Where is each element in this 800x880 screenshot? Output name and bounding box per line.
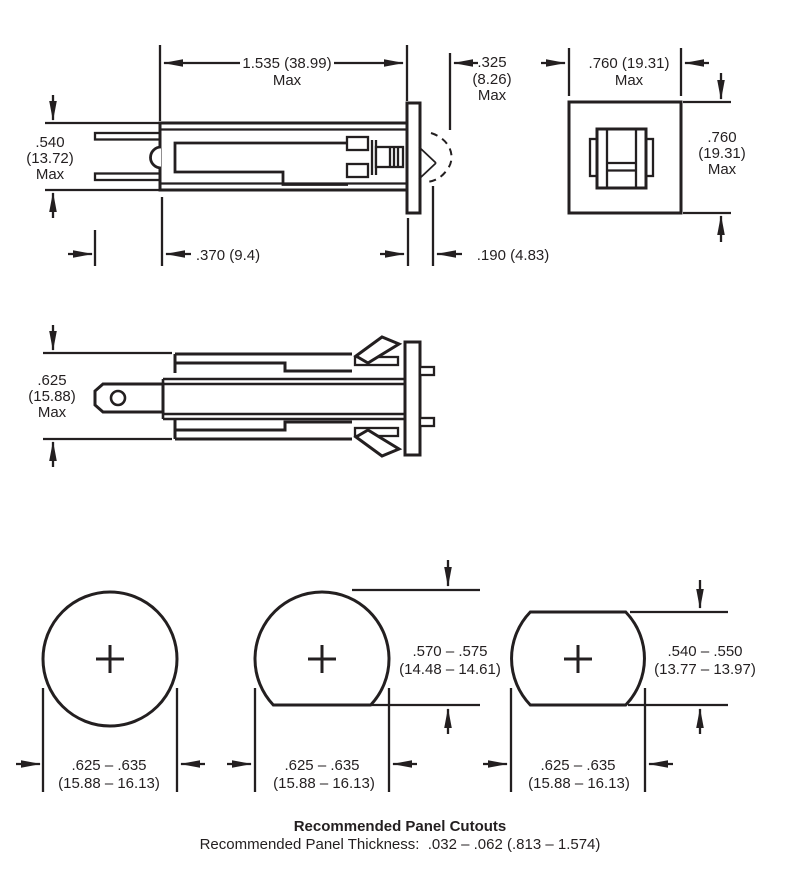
dim-plan-height-max: Max: [38, 404, 67, 421]
cutout3-width-mm: (15.88 – 16.13): [528, 775, 630, 792]
cutout2-width-value: .625 – .635: [284, 757, 359, 774]
cutout3-height-mm: (13.77 – 13.97): [654, 661, 756, 678]
dim-height: .540 (13.72) Max: [26, 95, 160, 218]
dim-front-width-max: Max: [615, 72, 644, 89]
dim-length-value: 1.535 (38.99): [242, 55, 331, 72]
dim-length-max: Max: [273, 72, 302, 89]
dim-terminal-value: .370 (9.4): [196, 247, 260, 264]
plan-body: [161, 352, 405, 441]
cutout2-height-value: .570 – .575: [412, 643, 487, 660]
dim-length: 1.535 (38.99) Max: [158, 45, 409, 121]
cutout3-height-value: .540 – .550: [667, 643, 742, 660]
cutout-circle: .625 – .635 (15.88 – 16.13): [16, 590, 205, 792]
dim-front-height-max: Max: [708, 161, 737, 178]
breaker-plan-view: .625 (15.88) Max: [28, 325, 436, 467]
tripped-button-dashed: [418, 132, 453, 183]
plan-flange: [403, 340, 422, 457]
mounting-wing-clips: [353, 335, 403, 458]
dim-button-mm: (8.26): [472, 71, 511, 88]
plan-terminal-blade: [93, 382, 165, 414]
dim-height-mm: (13.72): [26, 150, 74, 167]
breaker-front-view: .760 (19.31) Max .760 (19.31) Max: [541, 48, 746, 242]
dim-bushing: .190 (4.83): [380, 186, 549, 266]
footer: Recommended Panel Cutouts Recommended Pa…: [200, 818, 601, 853]
dim-plan-height: .625 (15.88) Max: [28, 325, 172, 467]
dim-cutout2-height: .570 – .575 (14.48 – 14.61): [352, 560, 501, 734]
footer-thickness-note: Recommended Panel Thickness: .032 – .062…: [200, 836, 601, 853]
dim-terminal: .370 (9.4): [68, 197, 260, 266]
center-cross: [308, 645, 336, 673]
dim-plan-height-value: .625: [37, 372, 66, 389]
cutout1-width-mm: (15.88 – 16.13): [58, 775, 160, 792]
dim-front-height-mm: (19.31): [698, 145, 746, 162]
cutout-single-flat: .625 – .635 (15.88 – 16.13) .570 – .575 …: [227, 560, 501, 792]
cutout2-width-mm: (15.88 – 16.13): [273, 775, 375, 792]
cutout-double-flat: .625 – .635 (15.88 – 16.13) .540 – .550 …: [483, 580, 756, 792]
dim-button: .325 (8.26) Max: [448, 53, 512, 130]
dim-button-max: Max: [478, 87, 507, 104]
dim-front-height-value: .760: [707, 129, 736, 146]
breaker-body: [149, 121, 409, 192]
dim-bushing-value: .190 (4.83): [477, 247, 550, 264]
dim-plan-height-mm: (15.88): [28, 388, 76, 405]
dim-button-value: .325: [477, 54, 506, 71]
dim-height-max: Max: [36, 166, 65, 183]
rocker-button: [588, 127, 655, 190]
cutout3-width-value: .625 – .635: [540, 757, 615, 774]
dim-cutout1-width: .625 – .635 (15.88 – 16.13): [16, 688, 205, 792]
breaker-side-view: 1.535 (38.99) Max .540 (13.72) Max .370 …: [26, 45, 549, 266]
footer-title: Recommended Panel Cutouts: [294, 818, 507, 835]
center-cross: [564, 645, 592, 673]
cutout2-height-mm: (14.48 – 14.61): [399, 661, 501, 678]
cutout1-width-value: .625 – .635: [71, 757, 146, 774]
button-mechanism: [345, 135, 405, 179]
dim-height-value: .540: [35, 134, 64, 151]
lamp-bump: [149, 145, 162, 170]
center-cross: [96, 645, 124, 673]
dim-front-height: .760 (19.31) Max: [683, 73, 746, 242]
dim-cutout3-height: .540 – .550 (13.77 – 13.97): [628, 580, 756, 734]
mounting-flange: [405, 101, 422, 215]
dim-front-width-value: .760 (19.31): [589, 55, 670, 72]
dim-front-width: .760 (19.31) Max: [541, 48, 709, 96]
plan-button-tabs: [418, 365, 436, 428]
